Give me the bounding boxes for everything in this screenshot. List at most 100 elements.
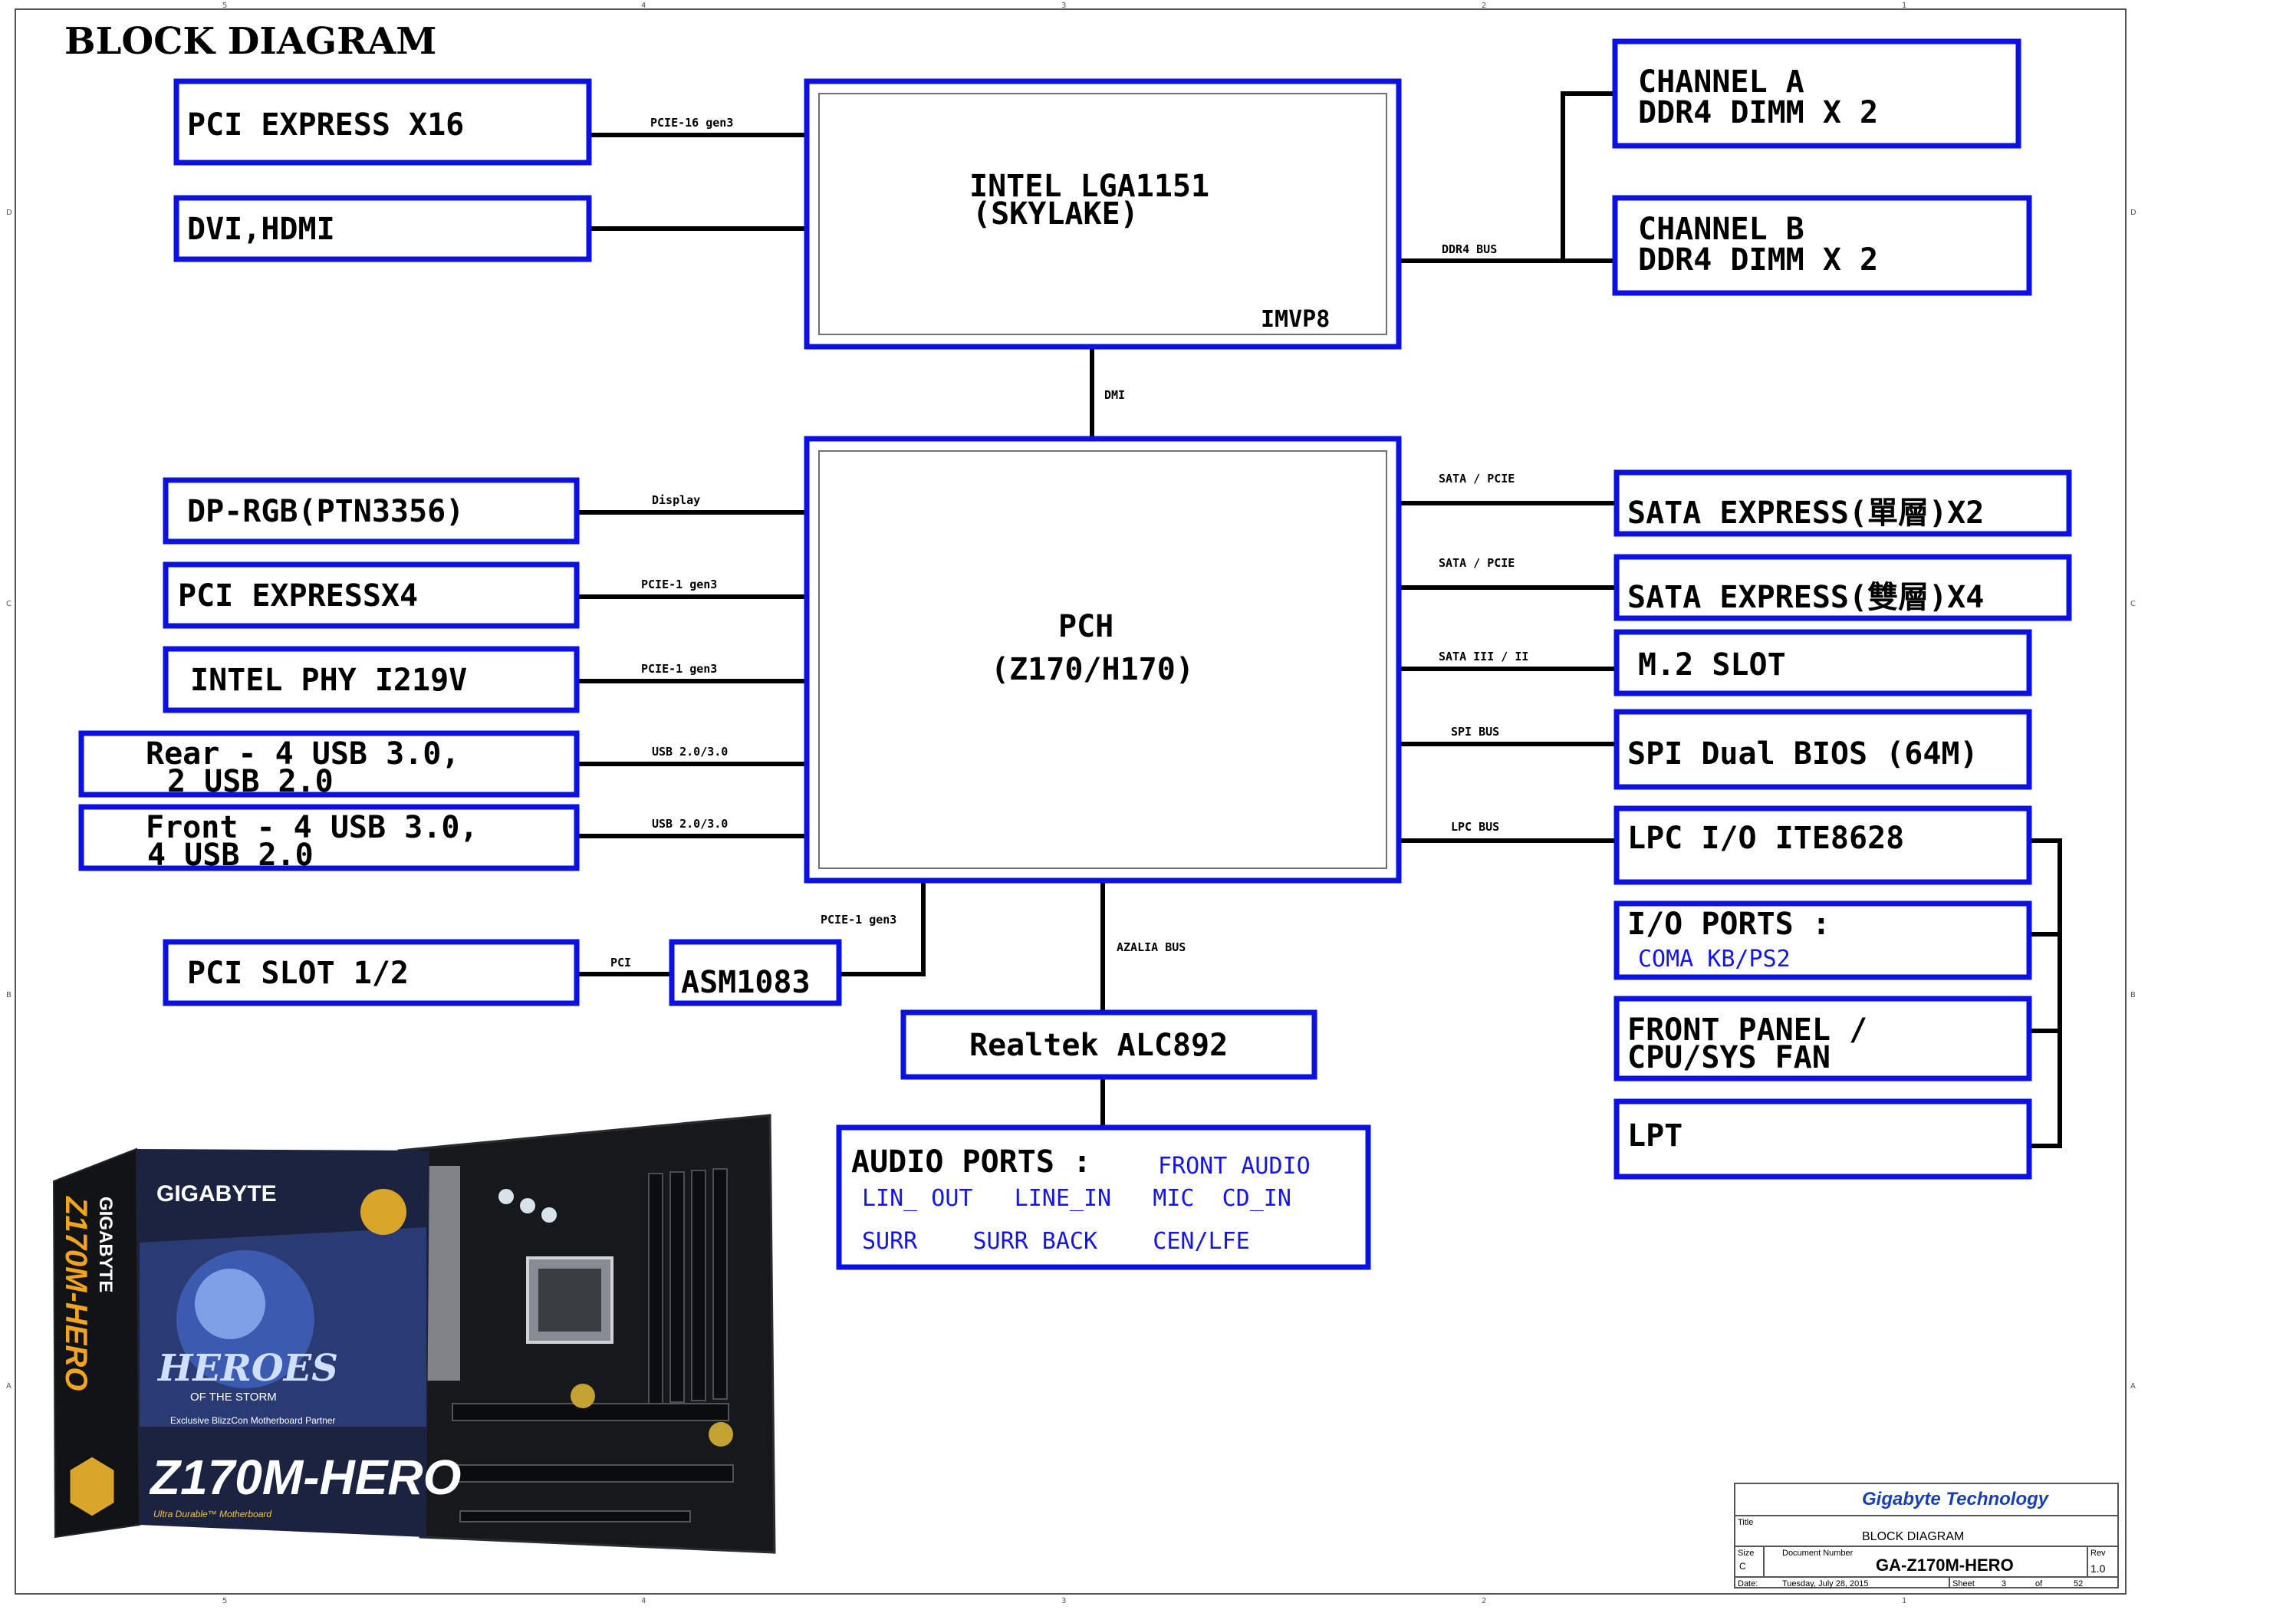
cpu-vr: IMVP8	[1261, 306, 1330, 333]
title-block-sheet: 3	[2002, 1579, 2006, 1588]
tick-top-3: 3	[1061, 2, 1066, 10]
label-pcie1-b: PCIE-1 gen3	[641, 662, 717, 676]
title-block-size-label: Size	[1738, 1549, 1754, 1558]
audio-ports-label: AUDIO PORTS :	[851, 1144, 1091, 1180]
block-rear-usb-2: 2 USB 2.0	[167, 764, 334, 799]
tick-left-b: B	[6, 991, 12, 999]
box-game-sub: OF THE STORM	[190, 1391, 277, 1404]
block-front-panel-2: CPU/SYS FAN	[1627, 1040, 1831, 1075]
label-spi: SPI BUS	[1451, 725, 1499, 739]
label-usb-a: USB 2.0/3.0	[652, 745, 728, 759]
title-block-rev: 1.0	[2090, 1562, 2106, 1575]
tick-top-4: 4	[641, 2, 646, 10]
block-pcie4: PCI EXPRESSX4	[178, 578, 418, 614]
block-front-panel-1: FRONT PANEL /	[1627, 1012, 1867, 1048]
title-block-total: 52	[2074, 1579, 2083, 1588]
audio-row-2: LIN_ OUT LINE_IN MIC CD_IN	[862, 1185, 1291, 1212]
title-block-title-label: Title	[1738, 1518, 1753, 1527]
block-pcie16: PCI EXPRESS X16	[187, 107, 464, 143]
sheet-frame	[15, 8, 2127, 1595]
tick-left-d: D	[6, 209, 12, 217]
box-game: HEROES	[156, 1347, 338, 1390]
title-block: Gigabyte Technology Title BLOCK DIAGRAM …	[1734, 1483, 2119, 1588]
title-block-date-label: Date:	[1738, 1579, 1758, 1588]
bus-labels: PCIE-16 gen3 DDR4 BUS DMI Display PCIE-1…	[610, 116, 1528, 970]
tick-bottom-3: 3	[1061, 1597, 1066, 1605]
cpu-block: INTEL LGA1151 (SKYLAKE) IMVP8	[804, 78, 1402, 350]
box-side-model: Z170M-HERO	[59, 1196, 93, 1391]
tick-bottom-2: 2	[1482, 1597, 1486, 1605]
block-dp-rgb: DP-RGB(PTN3356)	[187, 494, 464, 529]
title-block-company: Gigabyte Technology	[1862, 1489, 2050, 1509]
label-sata3: SATA III / II	[1439, 650, 1528, 663]
line-ddr4-a	[1561, 91, 1615, 261]
block-m2-slot: M.2 SLOT	[1638, 647, 1786, 683]
tick-left-a: A	[6, 1382, 12, 1391]
tick-right-b: B	[2130, 991, 2136, 999]
box-model: Z170M-HERO	[149, 1450, 461, 1505]
label-pcie1-c: PCIE-1 gen3	[821, 913, 896, 927]
box-partner: Exclusive BlizzCon Motherboard Partner	[170, 1415, 335, 1426]
audio-section: Realtek ALC892 AUDIO PORTS : FRONT AUDIO…	[836, 1009, 1371, 1270]
title-block-doc-label: Document Number	[1782, 1549, 1854, 1558]
box-brand: GIGABYTE	[156, 1181, 277, 1207]
title-block-title: BLOCK DIAGRAM	[1862, 1530, 1964, 1543]
block-lpt: LPT	[1627, 1118, 1683, 1154]
block-lpc-io: LPC I/O ITE8628	[1627, 821, 1904, 856]
block-dvi-hdmi: DVI,HDMI	[187, 212, 335, 247]
label-dmi: DMI	[1104, 388, 1125, 402]
frame-ticks: 5 4 3 2 1 5 4 3 2 1 D C B A D C B A	[6, 2, 2136, 1605]
audio-front: FRONT AUDIO	[1158, 1153, 1311, 1180]
block-asm1083: ASM1083	[681, 965, 811, 1000]
block-realtek-codec: Realtek ALC892	[969, 1028, 1228, 1063]
block-front-usb-2: 4 USB 2.0	[147, 838, 314, 873]
title-block-rev-label: Rev	[2090, 1549, 2106, 1558]
tick-bottom-4: 4	[641, 1597, 646, 1605]
label-azalia: AZALIA BUS	[1117, 940, 1186, 954]
pch-block: PCH (Z170/H170)	[804, 436, 1402, 884]
tick-right-d: D	[2130, 209, 2136, 217]
block-front-usb-1: Front - 4 USB 3.0,	[146, 810, 478, 845]
block-sata-express-dual: SATA EXPRESS(雙層)X4	[1627, 580, 1984, 615]
tick-bottom-1: 1	[1902, 1597, 1906, 1605]
tick-bottom-5: 5	[222, 1597, 227, 1605]
line-pcie1-asm	[839, 881, 926, 976]
block-spi-bios: SPI Dual BIOS (64M)	[1627, 736, 1979, 772]
pch-name: PCH	[1058, 609, 1113, 644]
title-block-size: C	[1739, 1561, 1746, 1572]
title-block-sheet-label: Sheet	[1952, 1579, 1975, 1588]
right-blocks: CHANNEL A DDR4 DIMM X 2 CHANNEL B DDR4 D…	[1612, 38, 2072, 1180]
cpu-codename: (SKYLAKE)	[972, 196, 1139, 232]
block-rear-usb-1: Rear - 4 USB 3.0,	[146, 736, 459, 772]
cpu-name: INTEL LGA1151	[969, 169, 1209, 204]
label-ddr4: DDR4 BUS	[1442, 242, 1497, 256]
label-lpc: LPC BUS	[1451, 820, 1499, 834]
tick-right-c: C	[2130, 600, 2136, 608]
label-sata-pcie-a: SATA / PCIE	[1439, 472, 1515, 486]
label-pci: PCI	[610, 956, 631, 970]
left-blocks: PCI EXPRESS X16 DVI,HDMI DP-RGB(PTN3356)…	[78, 78, 842, 1006]
diagram-title: BLOCK DIAGRAM	[64, 20, 436, 63]
tick-top-5: 5	[222, 2, 227, 10]
product-photo: GIGABYTE HEROES OF THE STORM Exclusive B…	[52, 1114, 776, 1554]
label-usb-b: USB 2.0/3.0	[652, 817, 728, 831]
block-io-ports: I/O PORTS :	[1627, 907, 1831, 942]
tick-left-c: C	[6, 600, 12, 608]
label-sata-pcie-b: SATA / PCIE	[1439, 556, 1515, 570]
title-block-date: Tuesday, July 28, 2015	[1782, 1579, 1869, 1588]
audio-row-3: SURR SURR BACK CEN/LFE	[862, 1228, 1250, 1255]
block-channel-b-1: CHANNEL B	[1638, 212, 1804, 247]
block-sata-express-single: SATA EXPRESS(單層)X2	[1627, 495, 1984, 531]
block-channel-b-2: DDR4 DIMM X 2	[1638, 242, 1878, 278]
tick-top-2: 2	[1482, 2, 1486, 10]
title-block-of-label: of	[2035, 1579, 2043, 1588]
tick-top-1: 1	[1902, 2, 1906, 10]
bus-lines	[577, 91, 2062, 1148]
box-shield-icon	[67, 1454, 117, 1519]
block-pci-slot: PCI SLOT 1/2	[187, 956, 409, 991]
box-side-brand: GIGABYTE	[95, 1197, 116, 1292]
block-intel-phy: INTEL PHY I219V	[190, 663, 467, 698]
label-display: Display	[652, 493, 700, 507]
block-channel-a-2: DDR4 DIMM X 2	[1638, 95, 1878, 130]
